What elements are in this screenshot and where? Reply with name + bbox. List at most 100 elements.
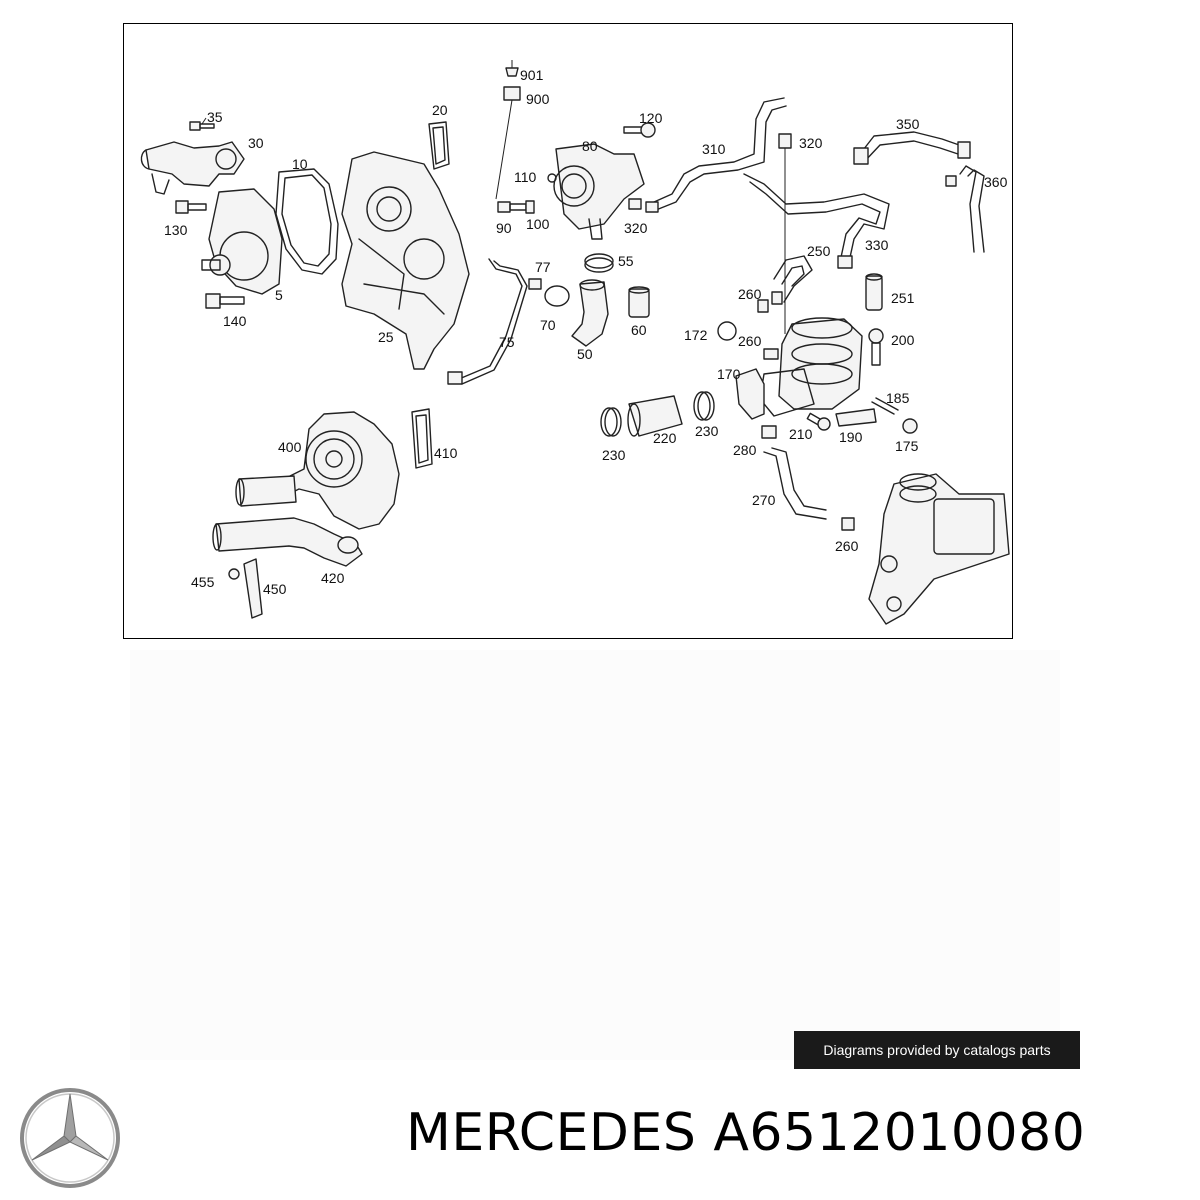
clamp-320a — [645, 201, 659, 213]
label-260-a: 260 — [738, 286, 762, 302]
bolt-35 — [189, 117, 215, 131]
clamp-260a — [757, 291, 783, 313]
label-30: 30 — [248, 135, 264, 151]
coolant-elbow-30 — [140, 141, 245, 195]
clamp-230a — [600, 407, 622, 437]
label-360: 360 — [984, 174, 1008, 190]
mercedes-star-icon — [20, 1088, 120, 1188]
label-55: 55 — [618, 253, 634, 269]
label-35: 35 — [207, 109, 223, 125]
label-400: 400 — [278, 439, 302, 455]
label-5: 5 — [275, 287, 283, 303]
label-130: 130 — [164, 222, 188, 238]
label-900: 900 — [526, 91, 550, 107]
label-350: 350 — [896, 116, 920, 132]
label-320-b: 320 — [799, 135, 823, 151]
oil-filter-housing — [868, 473, 1010, 625]
gasket-10 — [275, 168, 339, 275]
label-75: 75 — [499, 334, 515, 350]
label-210: 210 — [789, 426, 813, 442]
coolant-pipe-75 — [447, 258, 528, 385]
label-140: 140 — [223, 313, 247, 329]
label-200: 200 — [891, 332, 915, 348]
label-450: 450 — [263, 581, 287, 597]
bolt-77 — [528, 278, 542, 290]
oring-172 — [717, 321, 737, 341]
water-pump-400 — [235, 411, 400, 530]
bolt-210 — [806, 412, 831, 431]
label-455: 455 — [191, 574, 215, 590]
label-25: 25 — [378, 329, 394, 345]
pump-cover-5 — [201, 188, 283, 295]
bolt-130 — [175, 200, 207, 214]
clamp-260c — [841, 517, 855, 531]
label-175: 175 — [895, 438, 919, 454]
label-260-c: 260 — [835, 538, 859, 554]
label-77: 77 — [535, 259, 551, 275]
thermostat-housing-200 — [759, 317, 863, 417]
sensor-901 — [505, 60, 519, 77]
label-280: 280 — [733, 442, 757, 458]
label-251: 251 — [891, 290, 915, 306]
bolt-120 — [623, 122, 656, 138]
credit-badge: Diagrams provided by catalogs parts — [794, 1031, 1080, 1069]
label-260-b: 260 — [738, 333, 762, 349]
label-50: 50 — [577, 346, 593, 362]
hose-350 — [853, 131, 971, 165]
label-330: 330 — [865, 237, 889, 253]
clamp-260b — [763, 348, 779, 360]
bracket-450 — [243, 558, 263, 619]
label-420: 420 — [321, 570, 345, 586]
elbow-50 — [571, 279, 609, 347]
label-170: 170 — [717, 366, 741, 382]
bolt-140 — [205, 293, 245, 309]
hose-330 — [743, 173, 890, 269]
hose-360 — [945, 165, 985, 253]
bracket-190 — [835, 408, 877, 427]
label-100: 100 — [526, 216, 550, 232]
label-410: 410 — [434, 445, 458, 461]
clamp-280 — [761, 425, 777, 439]
pipe-170 — [735, 368, 765, 420]
clamp-230b — [693, 391, 715, 421]
gasket-410 — [411, 408, 433, 469]
bolt-455 — [228, 568, 240, 580]
label-80: 80 — [582, 138, 598, 154]
seal-110 — [547, 173, 557, 183]
clamp-70 — [544, 285, 570, 307]
label-220: 220 — [653, 430, 677, 446]
stud-185-175 — [871, 397, 918, 434]
label-185: 185 — [886, 390, 910, 406]
sleeve-60 — [628, 286, 650, 318]
sensor-90-100 — [497, 200, 535, 214]
hose-310 — [653, 97, 787, 211]
parts-diagram-drawing: 901 900 35 30 20 10 130 5 140 25 120 80 … — [140, 60, 1010, 625]
timing-housing-25 — [341, 151, 470, 370]
label-190: 190 — [839, 429, 863, 445]
label-172: 172 — [684, 327, 708, 343]
credit-text: Diagrams provided by catalogs parts — [823, 1042, 1051, 1058]
hose-220 — [627, 395, 683, 437]
label-901: 901 — [520, 67, 544, 83]
connector-900 — [495, 86, 521, 200]
gasket-20 — [428, 121, 450, 170]
label-250: 250 — [807, 243, 831, 259]
label-70: 70 — [540, 317, 556, 333]
label-230-a: 230 — [602, 447, 626, 463]
part-labels: 901 900 35 30 20 10 130 5 140 25 120 80 … — [164, 67, 1008, 597]
label-110: 110 — [514, 169, 537, 185]
sleeve-251 — [865, 273, 883, 311]
label-120: 120 — [639, 110, 663, 126]
label-20: 20 — [432, 102, 448, 118]
label-90: 90 — [496, 220, 512, 236]
bolt-200 — [868, 328, 884, 366]
clamp-320b — [778, 133, 792, 334]
label-60: 60 — [631, 322, 647, 338]
label-10: 10 — [292, 156, 308, 172]
thermostat-80 — [553, 143, 645, 240]
pipe-420 — [212, 517, 363, 567]
label-230-b: 230 — [695, 423, 719, 439]
label-270: 270 — [752, 492, 776, 508]
hose-250 — [773, 255, 813, 303]
clamp-55 — [584, 253, 614, 273]
